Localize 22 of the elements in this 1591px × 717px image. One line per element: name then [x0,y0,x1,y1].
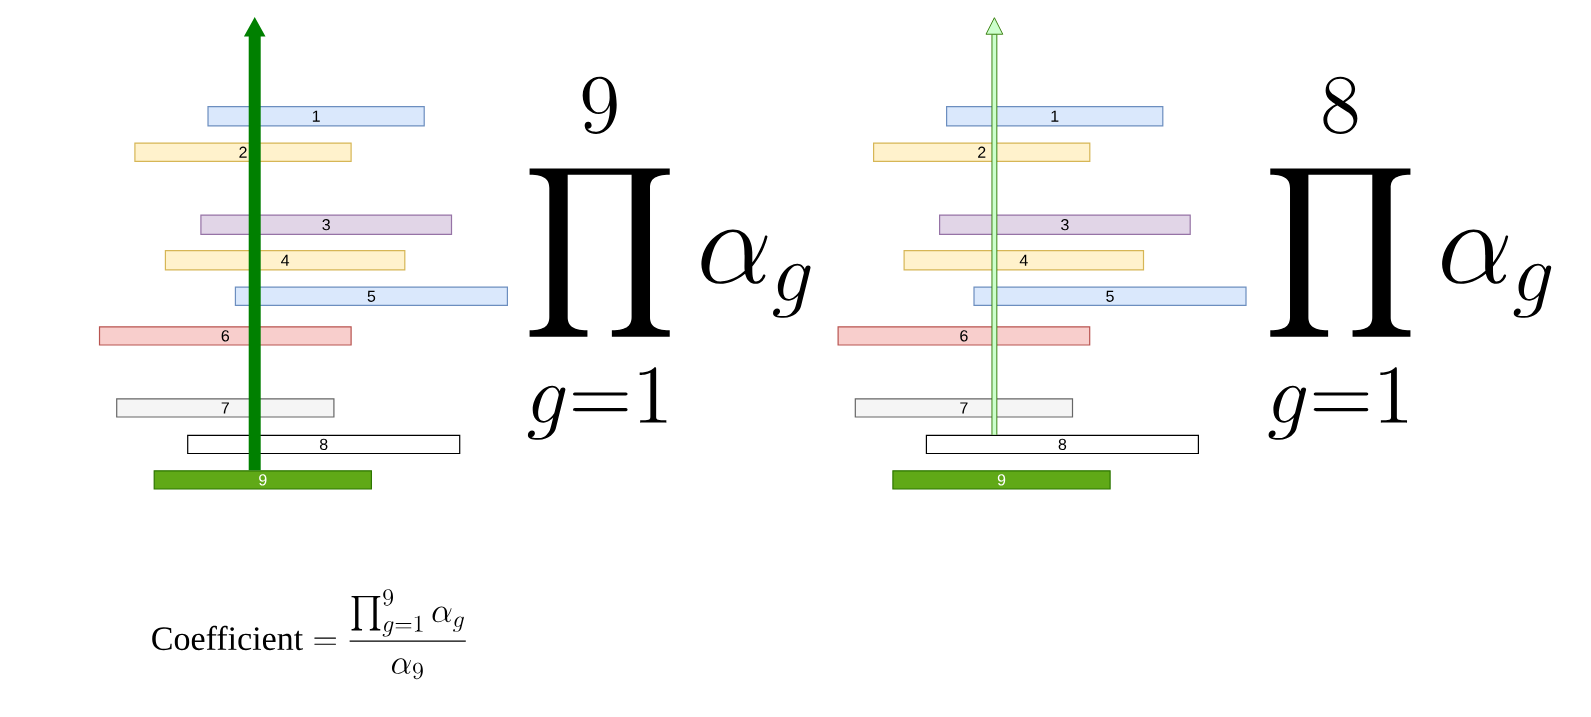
bar: 2 [134,142,352,162]
product-formula: $\prod_{g=1}^{8} \alpha_g$ [1268,76,1552,440]
bar: 4 [164,250,406,271]
bar: 8 [925,434,1199,455]
bar: 5 [973,286,1247,306]
bar: 2 [873,142,1091,162]
bar: 6 [98,326,352,346]
bar: 6 [837,326,1091,346]
bar: 9 [153,470,372,490]
bar: 1 [207,106,425,127]
bar: 1 [946,106,1164,127]
product-formula: $\prod_{g=1}^{9} \alpha_g$ [527,76,811,440]
bar: 3 [200,214,453,235]
bar: 8 [187,434,461,455]
bar: 7 [116,398,335,418]
bar: 4 [903,250,1145,271]
bar: 5 [234,286,508,306]
bar: 9 [892,470,1111,490]
arrow [985,17,1004,435]
coefficient-formula: $\text{Coefficient} = \frac{\prod_{g=1}^{9} \alpha_g}{\alpha_9}$ [152,589,466,680]
bar: 3 [939,214,1191,235]
bar: 7 [854,398,1074,418]
